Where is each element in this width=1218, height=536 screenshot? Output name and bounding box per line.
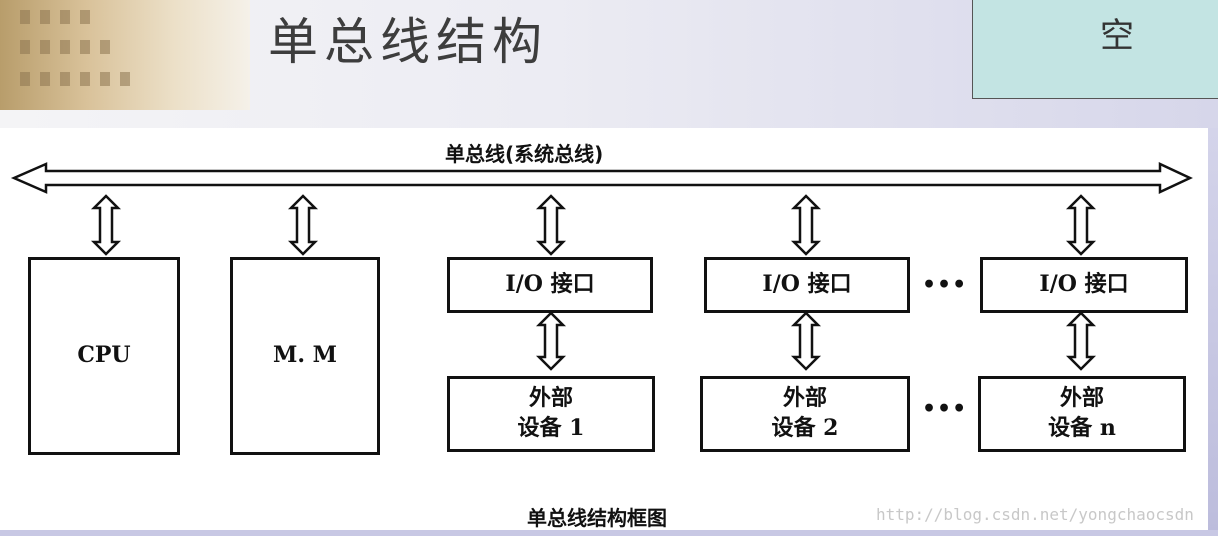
device-line1: 外部 [1059,385,1104,412]
building-photo [0,0,250,110]
external-device-box-2: 外部 设备 2 [700,376,910,452]
external-device-box-1: 外部 设备 1 [447,376,655,452]
io1-bus-connector [535,194,567,256]
device-line2: 设备 2 [771,415,839,441]
io1-device-connector [535,311,567,371]
ion-device-connector [1065,311,1097,371]
device-line2: 设备 n [1048,415,1116,441]
device-line2: 设备 1 [517,415,585,441]
bottom-edge-strip [0,530,1218,536]
cpu-box: CPU [28,257,180,455]
slide-title: 单总线结构 [268,13,548,71]
bus-label: 单总线(系统总线) [445,142,604,166]
io2-device-connector [790,311,822,371]
corner-label: 空 [1100,16,1134,56]
main-memory-box: M. M [230,257,380,455]
io-interface-box-n: I/O 接口 [980,257,1188,313]
io-interface-label: I/O 接口 [762,271,852,298]
io-interface-box-1: I/O 接口 [447,257,653,313]
ion-bus-connector [1065,194,1097,256]
external-device-box-n: 外部 设备 n [978,376,1186,452]
right-edge-strip [1208,128,1218,536]
cpu-label: CPU [77,342,131,369]
io-interface-label: I/O 接口 [505,271,595,298]
device-line1: 外部 [528,385,573,412]
figure-caption: 单总线结构框图 [527,506,667,530]
system-bus-arrow [10,162,1193,194]
io-interface-label: I/O 接口 [1039,271,1129,298]
mm-bus-connector [287,194,319,256]
ellipsis-devices: ••• [922,396,968,422]
io2-bus-connector [790,194,822,256]
main-memory-label: M. M [272,342,338,369]
corner-box [972,0,1218,99]
device-line1: 外部 [782,385,827,412]
watermark: http://blog.csdn.net/yongchaocsdn [876,505,1194,524]
io-interface-box-2: I/O 接口 [704,257,910,313]
ellipsis-interfaces: ••• [922,272,968,298]
cpu-bus-connector [90,194,122,256]
